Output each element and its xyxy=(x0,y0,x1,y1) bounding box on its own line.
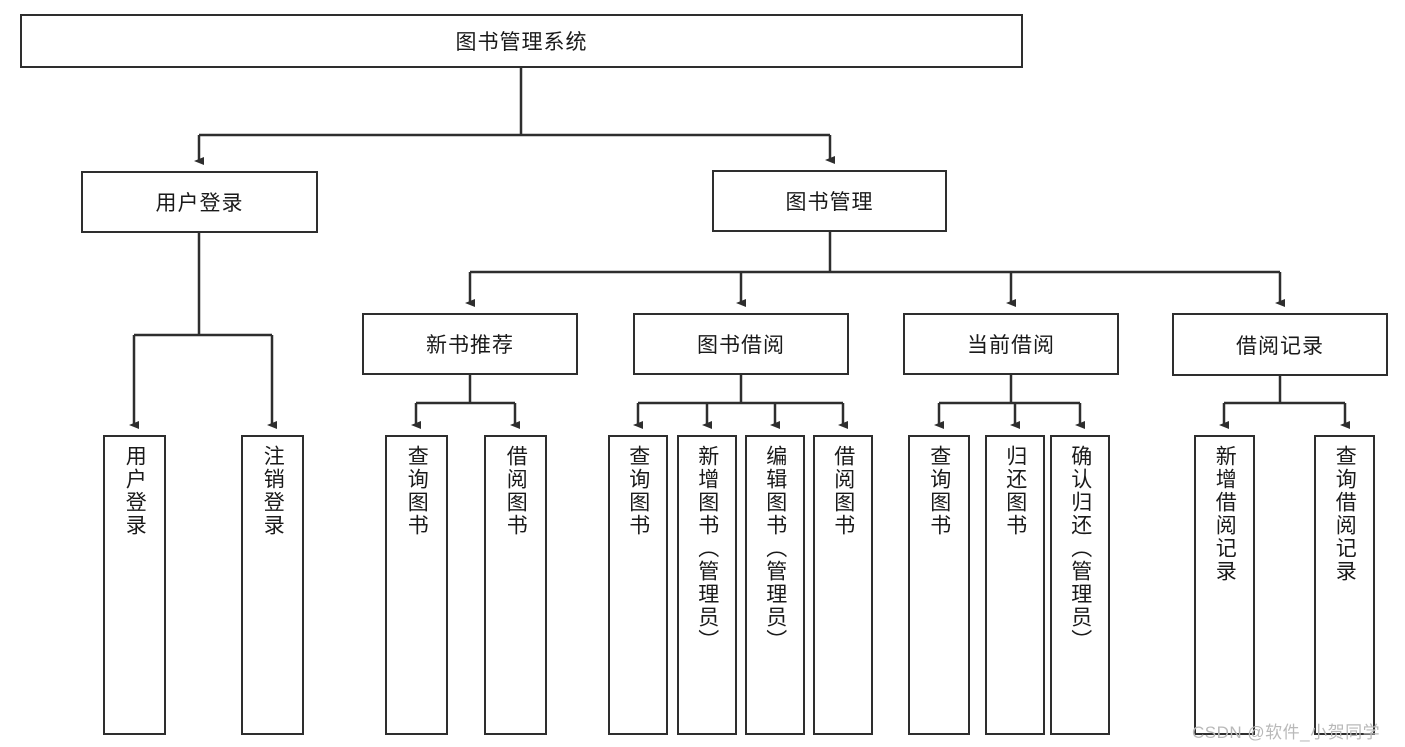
node-leaf-add-book-admin-label: 新增图书（管理员） xyxy=(695,445,719,652)
node-leaf-query-book-current-label: 查询图书 xyxy=(927,445,951,537)
node-book-borrow-label: 图书借阅 xyxy=(697,334,785,357)
node-leaf-user-login[interactable]: 用户登录 xyxy=(103,435,166,735)
node-leaf-borrow-book-recommend[interactable]: 借阅图书 xyxy=(484,435,547,735)
node-leaf-add-borrow-record-label: 新增借阅记录 xyxy=(1213,445,1237,583)
csdn-watermark: CSDN @软件_小贺同学 xyxy=(1192,723,1381,742)
node-leaf-add-borrow-record[interactable]: 新增借阅记录 xyxy=(1194,435,1255,735)
node-borrow-record[interactable]: 借阅记录 xyxy=(1172,313,1388,376)
node-root[interactable]: 图书管理系统 xyxy=(20,14,1023,68)
node-leaf-confirm-return-admin[interactable]: 确认归还（管理员） xyxy=(1050,435,1110,735)
node-leaf-query-book-current[interactable]: 查询图书 xyxy=(908,435,970,735)
node-leaf-return-book[interactable]: 归还图书 xyxy=(985,435,1045,735)
node-leaf-borrow-book[interactable]: 借阅图书 xyxy=(813,435,873,735)
node-leaf-query-borrow-record[interactable]: 查询借阅记录 xyxy=(1314,435,1375,735)
node-user-login[interactable]: 用户登录 xyxy=(81,171,318,233)
node-book-manage-label: 图书管理 xyxy=(785,191,874,214)
node-leaf-query-book-borrow[interactable]: 查询图书 xyxy=(608,435,668,735)
node-leaf-query-book-recommend-label: 查询图书 xyxy=(405,445,429,537)
node-leaf-return-book-label: 归还图书 xyxy=(1003,445,1027,537)
node-leaf-query-book-recommend[interactable]: 查询图书 xyxy=(385,435,448,735)
node-current-borrow-label: 当前借阅 xyxy=(967,334,1055,357)
node-leaf-borrow-book-recommend-label: 借阅图书 xyxy=(504,445,528,537)
node-leaf-logout-label: 注销登录 xyxy=(261,445,285,537)
node-root-label: 图书管理系统 xyxy=(455,31,588,54)
node-leaf-edit-book-admin-label: 编辑图书（管理员） xyxy=(763,445,787,652)
node-current-borrow[interactable]: 当前借阅 xyxy=(903,313,1119,375)
node-new-book-recommend[interactable]: 新书推荐 xyxy=(362,313,578,375)
node-book-borrow[interactable]: 图书借阅 xyxy=(633,313,849,375)
node-leaf-confirm-return-admin-label: 确认归还（管理员） xyxy=(1068,445,1092,652)
node-leaf-add-book-admin[interactable]: 新增图书（管理员） xyxy=(677,435,737,735)
node-leaf-query-borrow-record-label: 查询借阅记录 xyxy=(1333,445,1357,583)
node-borrow-record-label: 借阅记录 xyxy=(1236,334,1324,358)
node-user-login-label: 用户登录 xyxy=(155,192,244,215)
node-leaf-logout[interactable]: 注销登录 xyxy=(241,435,304,735)
node-book-manage[interactable]: 图书管理 xyxy=(712,170,947,232)
node-leaf-user-login-label: 用户登录 xyxy=(123,445,147,537)
node-leaf-edit-book-admin[interactable]: 编辑图书（管理员） xyxy=(745,435,805,735)
node-leaf-query-book-borrow-label: 查询图书 xyxy=(626,445,650,537)
node-leaf-borrow-book-label: 借阅图书 xyxy=(831,445,855,537)
node-new-book-recommend-label: 新书推荐 xyxy=(426,334,514,357)
